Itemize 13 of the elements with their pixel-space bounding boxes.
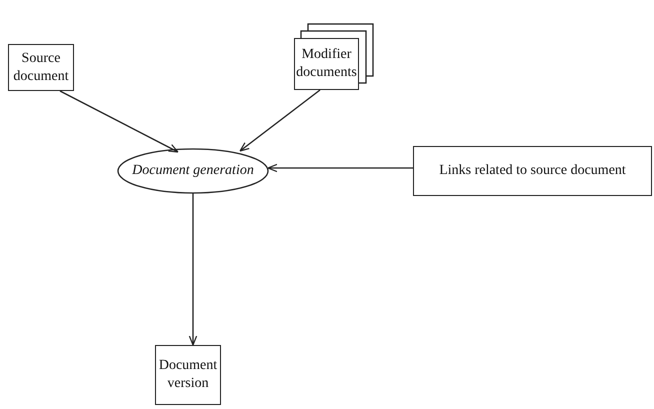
document-box bbox=[155, 345, 221, 405]
process-label: Document generation bbox=[132, 162, 254, 180]
document-box bbox=[8, 44, 74, 91]
node-label: Source document bbox=[12, 50, 70, 86]
arrow bbox=[60, 90, 179, 153]
document-box bbox=[413, 146, 652, 196]
node-label: Modifier documents bbox=[296, 46, 357, 82]
node-label: Document version bbox=[158, 357, 218, 393]
arrow bbox=[267, 164, 413, 172]
node-label: Links related to source document bbox=[439, 162, 626, 180]
stacked-documents-box bbox=[294, 38, 359, 90]
arrow bbox=[188, 193, 198, 346]
arrow bbox=[239, 89, 320, 152]
